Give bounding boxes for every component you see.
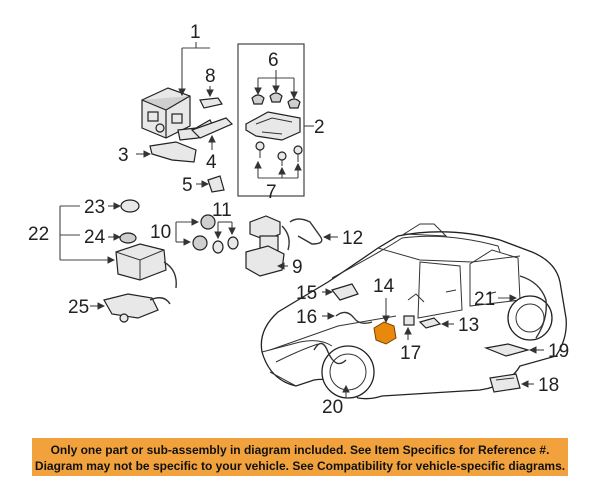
callout-16: 16 (296, 307, 317, 328)
callout-1: 1 (190, 22, 201, 43)
callout-22: 22 (28, 224, 49, 245)
callout-5: 5 (182, 175, 193, 196)
callout-10: 10 (150, 222, 171, 243)
callout-15: 15 (296, 283, 317, 304)
clip-part-5 (207, 175, 225, 193)
grommet-part-11a (212, 240, 224, 254)
bracket-part-3 (149, 141, 197, 163)
callout-12: 12 (342, 228, 363, 249)
callout-20: 20 (322, 397, 343, 418)
grommet-part-24 (119, 232, 137, 244)
grommet-part-10a (200, 214, 216, 230)
module-part-13 (418, 317, 442, 329)
wire-part-16 (335, 311, 373, 325)
bolts-part-7 (255, 141, 303, 166)
pump-motor-part-9 (245, 215, 290, 277)
sensor-part-15 (330, 283, 359, 301)
callout-4: 4 (206, 152, 217, 173)
abs-actuator-assembly (141, 87, 234, 141)
callout-8: 8 (205, 66, 216, 87)
callout-18: 18 (538, 375, 559, 396)
callout-23: 23 (84, 197, 105, 218)
bracket-part-2 (245, 111, 301, 141)
grommets-part-6 (251, 92, 301, 109)
sensor-wire-rear (519, 275, 547, 339)
grommet-part-11b (227, 236, 239, 250)
callout-13: 13 (458, 315, 479, 336)
disclaimer-line-2: Diagram may not be specific to your vehi… (34, 459, 566, 473)
callout-19: 19 (548, 341, 569, 362)
bracket-part-25 (103, 293, 171, 323)
disclaimer-line-1: Only one part or sub-assembly in diagram… (50, 443, 550, 457)
vehicle-outline (260, 223, 567, 400)
disclaimer-banner: Only one part or sub-assembly in diagram… (32, 438, 568, 476)
callout-9: 9 (292, 257, 303, 278)
callout-21: 21 (474, 289, 495, 310)
module-part-17 (403, 315, 415, 326)
grommet-part-10b (192, 235, 208, 251)
group-box-2 (237, 43, 305, 197)
callout-2: 2 (314, 117, 325, 138)
pad-part-19 (483, 343, 531, 357)
control-unit-part-18 (489, 373, 521, 393)
callout-7: 7 (266, 182, 277, 203)
hose-part-12 (289, 218, 323, 245)
callout-24: 24 (84, 227, 106, 248)
callout-3: 3 (118, 145, 129, 166)
highlighted-part-14 (373, 321, 397, 345)
reservoir-cap-part-23 (120, 199, 140, 213)
callout-25: 25 (68, 297, 89, 318)
callout-6: 6 (268, 50, 279, 71)
sensor-wire-front (313, 342, 347, 365)
callout-14: 14 (373, 276, 395, 297)
callout-17: 17 (400, 343, 421, 364)
callout-11: 11 (212, 200, 232, 221)
reservoir-part-22 (115, 243, 177, 289)
